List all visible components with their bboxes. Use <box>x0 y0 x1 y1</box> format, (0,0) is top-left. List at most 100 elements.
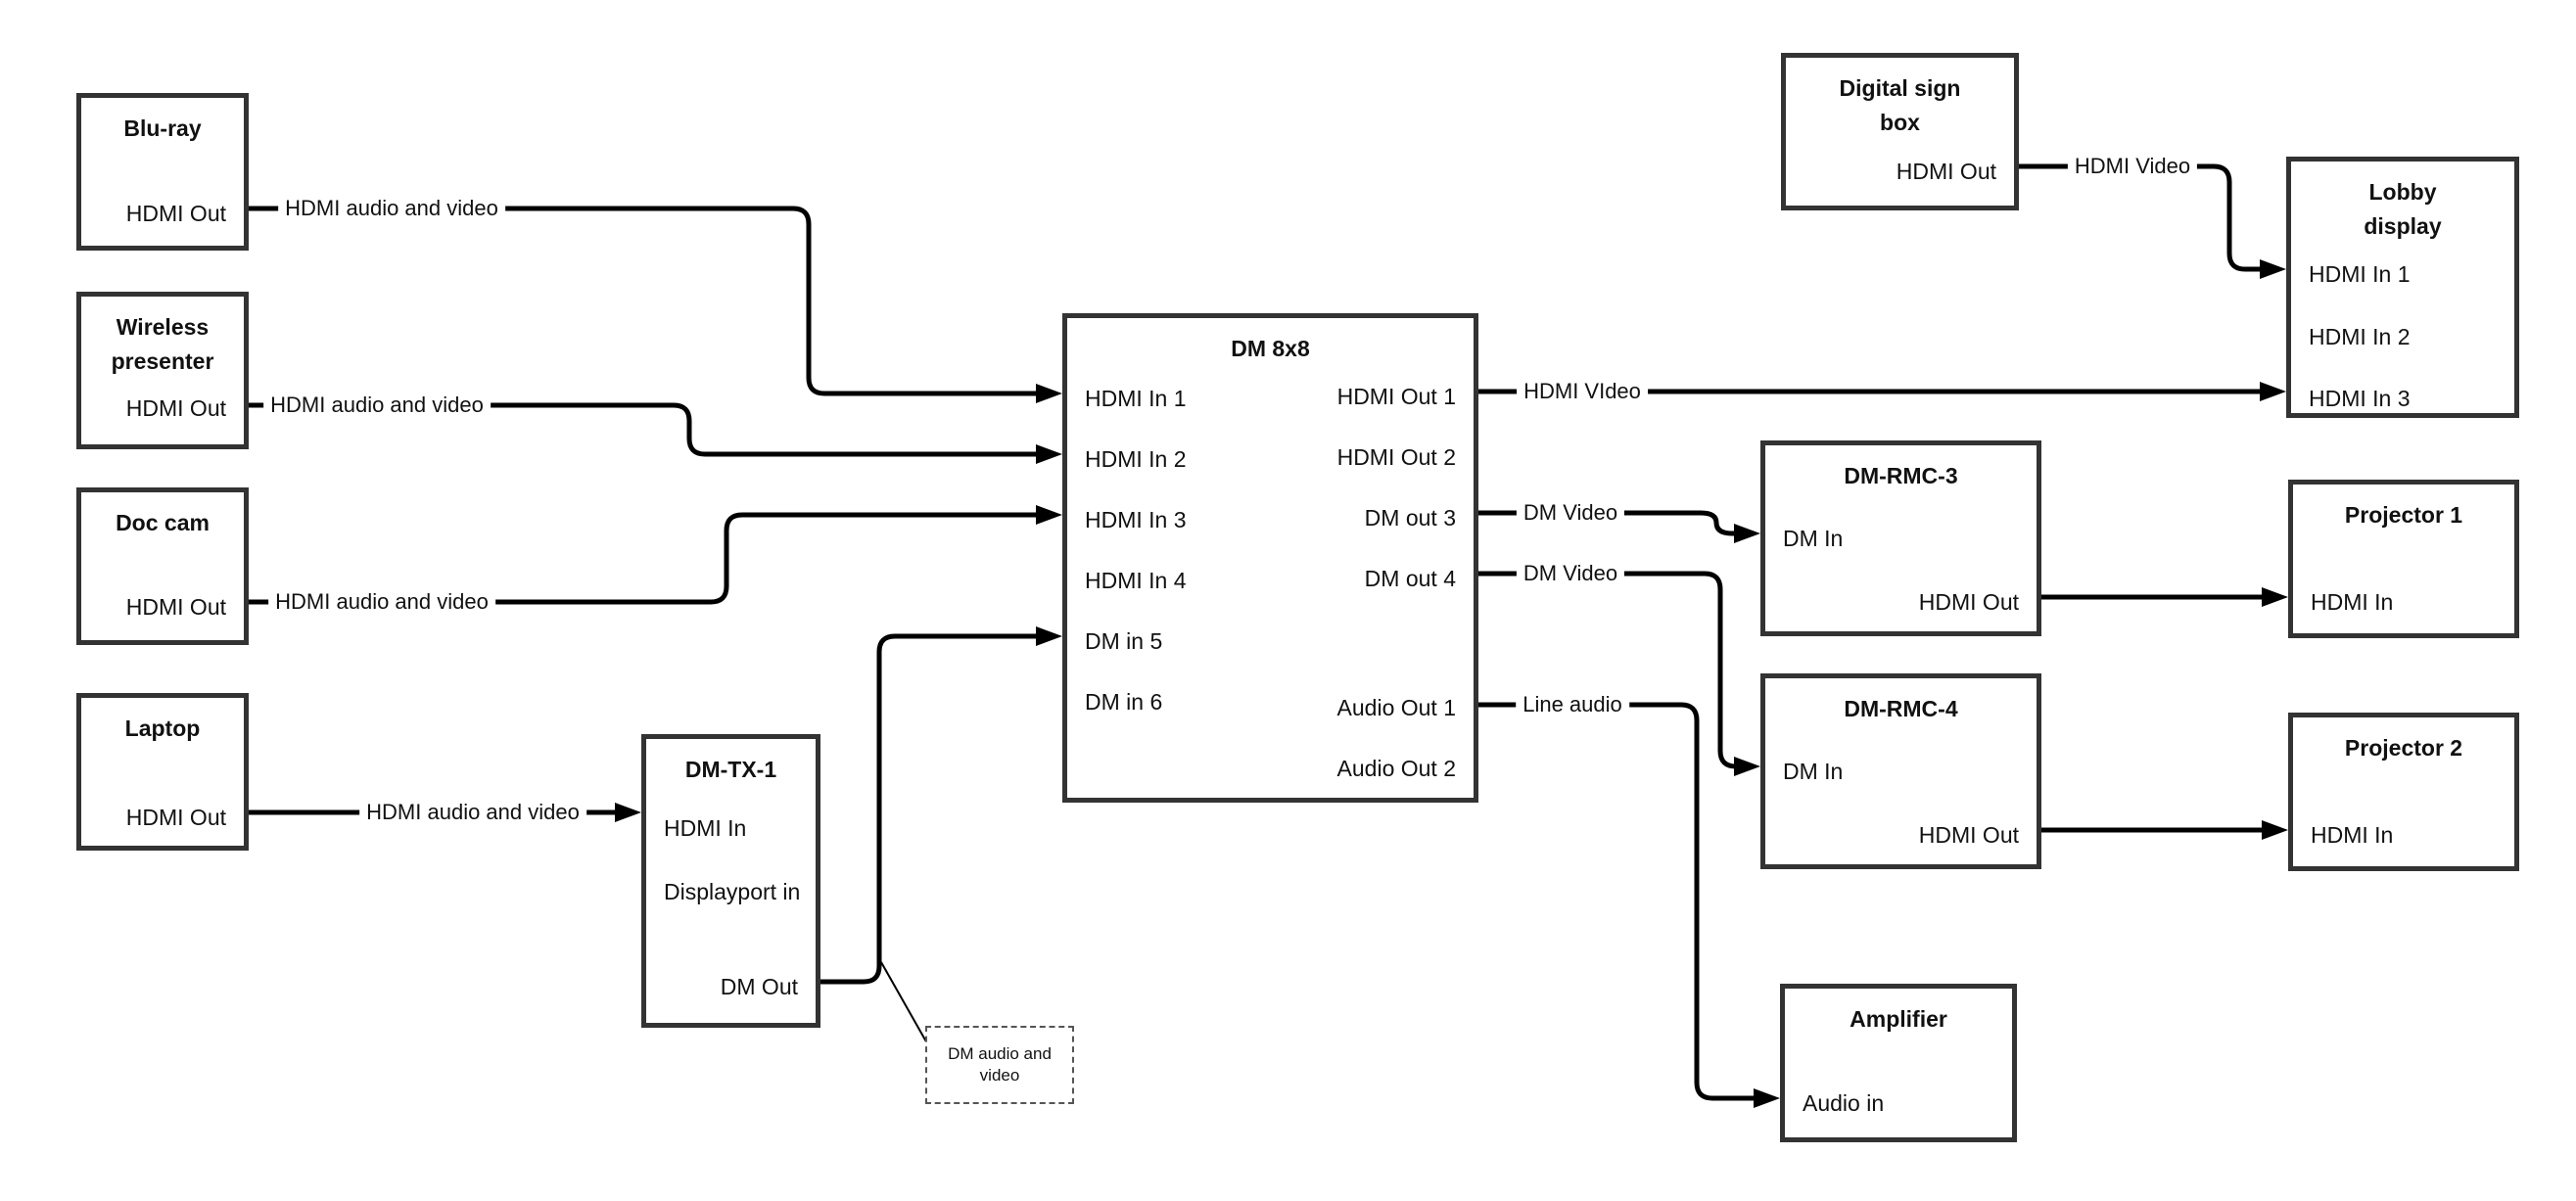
node-title: Blu-ray <box>85 112 240 146</box>
node-title-line: Doc cam <box>116 510 210 535</box>
arrowhead-icon <box>2262 820 2288 840</box>
node-title-line: DM-RMC-4 <box>1844 696 1958 721</box>
node-title-line: Blu-ray <box>123 115 202 141</box>
port-dm-8x8-hdmi-in-4: HDMI In 4 <box>1085 568 1187 593</box>
node-title: Amplifier <box>1789 1002 2008 1037</box>
port-dm-rmc-4-hdmi-out: HDMI Out <box>1918 822 2019 848</box>
arrowhead-icon <box>1036 505 1062 525</box>
connector-line <box>249 402 1041 457</box>
port-dm-8x8-hdmi-out-2: HDMI Out 2 <box>1336 444 1456 470</box>
connector-signbox-to-lobby-in1[interactable] <box>2019 163 2286 279</box>
node-title: Doc cam <box>85 506 240 540</box>
node-title-line: Projector 2 <box>2344 735 2463 761</box>
node-title-line: display <box>2364 213 2442 239</box>
port-doc-cam-hdmi-out: HDMI Out <box>125 594 226 620</box>
arrowhead-icon <box>1036 384 1062 403</box>
port-wireless-presenter-hdmi-out: HDMI Out <box>125 395 226 421</box>
node-title-line: DM 8x8 <box>1231 336 1310 361</box>
connector-line <box>2019 163 2265 272</box>
note-callout-line <box>880 961 928 1044</box>
connector-dm8x8-out4-to-rmc4[interactable] <box>1478 571 1760 776</box>
node-title-line: Lobby <box>2368 179 2437 205</box>
node-title-line: DM-TX-1 <box>684 757 777 782</box>
arrowhead-icon <box>2262 587 2288 607</box>
connector-dm8x8-audio1-to-amp[interactable] <box>1478 702 1780 1108</box>
port-dm-8x8-hdmi-in-2: HDMI In 2 <box>1085 446 1187 472</box>
annotation-note-text: DM audio and video <box>948 1044 1052 1085</box>
arrowhead-icon <box>1754 1088 1780 1108</box>
node-title: Laptop <box>85 712 240 746</box>
connector-line <box>249 206 1041 396</box>
connector-wireless-to-dm8x8-in2[interactable] <box>249 402 1062 464</box>
connector-line <box>1478 510 1739 536</box>
port-laptop-hdmi-out: HDMI Out <box>125 805 226 830</box>
connector-line <box>1478 702 1758 1101</box>
node-title-line: presenter <box>111 348 214 374</box>
annotation-note[interactable]: DM audio and video <box>925 1026 1074 1104</box>
port-dm-8x8-audio-out-1: Audio Out 1 <box>1336 695 1456 720</box>
arrowhead-icon <box>2260 259 2286 279</box>
port-dm-8x8-dm-out-4: DM out 4 <box>1364 566 1456 591</box>
node-title: DM-RMC-3 <box>1769 459 2033 493</box>
port-dm-8x8-hdmi-in-1: HDMI In 1 <box>1085 386 1187 411</box>
node-title: Lobby display <box>2295 175 2510 244</box>
port-dm-tx-1-hdmi-in: HDMI In <box>664 815 747 841</box>
arrowhead-icon <box>2260 382 2286 401</box>
wire-label: HDMI audio and video <box>278 196 505 221</box>
connector-doccam-to-dm8x8-in3[interactable] <box>249 505 1062 605</box>
port-dm-8x8-hdmi-out-1: HDMI Out 1 <box>1336 384 1456 409</box>
arrowhead-icon <box>1734 524 1760 543</box>
port-dm-8x8-dm-in-6: DM in 6 <box>1085 689 1163 715</box>
node-title: DM 8x8 <box>1071 332 1470 366</box>
arrowhead-icon <box>1036 626 1062 646</box>
connector-line <box>1478 571 1739 769</box>
node-title: Projector 2 <box>2297 731 2510 765</box>
arrowhead-icon <box>1036 444 1062 464</box>
port-digital-sign-box-hdmi-out: HDMI Out <box>1896 159 1996 184</box>
connector-dm8x8-out3-to-rmc3[interactable] <box>1478 510 1760 543</box>
port-lobby-display-hdmi-in-2: HDMI In 2 <box>2309 324 2411 349</box>
port-dm-rmc-3-dm-in: DM In <box>1783 526 1844 551</box>
wire-label: Line audio <box>1516 692 1629 717</box>
connector-rmc4-to-proj2[interactable] <box>2041 820 2288 840</box>
port-lobby-display-hdmi-in-3: HDMI In 3 <box>2309 386 2411 411</box>
port-projector-1-hdmi-in: HDMI In <box>2311 589 2394 615</box>
wire-label: HDMI audio and video <box>263 393 491 418</box>
node-dm-rmc-3[interactable]: DM-RMC-3 DM In HDMI Out <box>1760 440 2041 636</box>
node-title: DM-TX-1 <box>650 753 812 787</box>
port-dm-tx-1-dm-out: DM Out <box>720 974 798 999</box>
port-dm-rmc-3-hdmi-out: HDMI Out <box>1918 589 2019 615</box>
arrowhead-icon <box>615 803 641 822</box>
port-dm-8x8-audio-out-2: Audio Out 2 <box>1336 756 1456 781</box>
port-blu-ray-hdmi-out: HDMI Out <box>125 201 226 226</box>
port-amplifier-audio-in: Audio in <box>1803 1090 1885 1116</box>
wire-label: HDMI Video <box>2067 154 2198 179</box>
port-dm-8x8-hdmi-in-3: HDMI In 3 <box>1085 507 1187 532</box>
node-title-line: Digital sign <box>1839 75 1961 101</box>
node-title-line: Laptop <box>124 716 201 741</box>
connector-bluray-to-dm8x8-in1[interactable] <box>249 206 1062 403</box>
node-title-line: DM-RMC-3 <box>1844 463 1958 488</box>
wire-label: DM Video <box>1516 561 1625 586</box>
connector-rmc3-to-proj1[interactable] <box>2041 587 2288 607</box>
node-title-line: Wireless <box>116 314 210 340</box>
connector-line <box>249 512 1041 605</box>
port-dm-8x8-dm-in-5: DM in 5 <box>1085 628 1163 654</box>
node-title-line: Amplifier <box>1850 1006 1947 1032</box>
connector-dmtx1-to-dm8x8-in5[interactable] <box>820 626 1062 985</box>
port-dm-8x8-dm-out-3: DM out 3 <box>1364 505 1456 531</box>
